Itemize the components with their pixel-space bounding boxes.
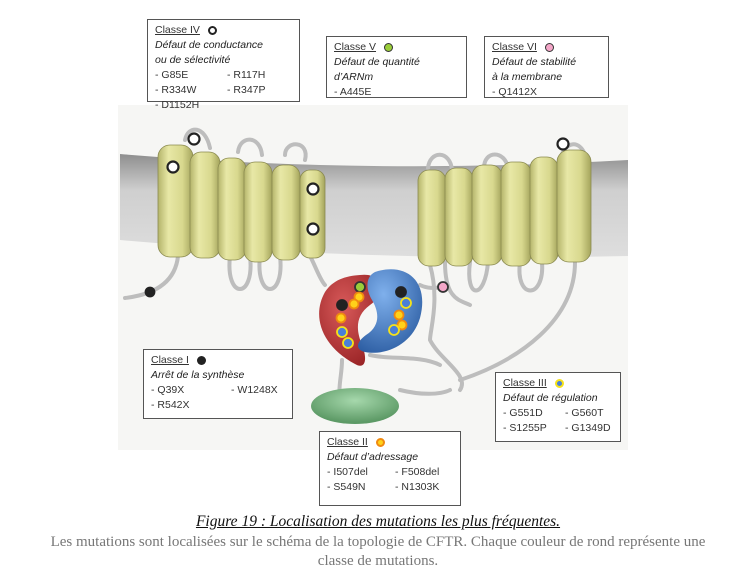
- nbd1: [319, 274, 381, 366]
- yellow-orange-circle-marker-icon: [375, 438, 385, 447]
- class-description: Défaut de régulation: [503, 392, 598, 404]
- helix: [417, 169, 447, 267]
- helix: [444, 167, 474, 267]
- mutation: - F508del: [395, 466, 440, 478]
- class-description: Défaut de conductance: [155, 39, 263, 51]
- r-domain: [311, 388, 399, 424]
- mutation-marker-classe-iii: [342, 337, 354, 349]
- mutation: - R542X: [151, 399, 190, 411]
- class-description: ou de sélectivité: [155, 54, 231, 66]
- mutation: - Q1412X: [492, 86, 537, 98]
- class-label: Classe IV: [155, 24, 200, 36]
- mutation-marker-classe-i: [395, 286, 407, 298]
- class-description: à la membrane: [492, 71, 563, 83]
- pink-circle-marker-icon: [544, 43, 554, 52]
- helix: [471, 164, 503, 266]
- white-circle-marker-icon: [207, 26, 217, 35]
- mutation: - N1303K: [395, 481, 440, 493]
- class-description: Défaut de stabilité: [492, 56, 577, 68]
- mutation: - Q39X: [151, 384, 185, 396]
- transmembrane-domain-2: [417, 149, 592, 267]
- mutation-marker-classe-ii: [393, 309, 405, 321]
- class-box-ii: Classe II Défaut d’adressage - I507del -…: [319, 431, 461, 506]
- mutation: - R347P: [227, 84, 266, 96]
- helix: [243, 161, 273, 263]
- mutation: - G1349D: [565, 422, 611, 434]
- mutation-marker-classe-i: [144, 286, 156, 298]
- black-dot-marker-icon: [196, 356, 206, 365]
- mutation-marker-classe-iv: [556, 137, 570, 151]
- blue-yellow-circle-marker-icon: [554, 379, 564, 388]
- mutation: - D1152H: [155, 99, 200, 111]
- class-description: Arrêt de la synthèse: [151, 369, 245, 381]
- mutation-marker-classe-ii: [348, 298, 360, 310]
- class-description: d’ARNm: [334, 71, 374, 83]
- mutation: - R117H: [227, 69, 266, 81]
- mutation-marker-classe-iv: [187, 132, 201, 146]
- mutation-marker-classe-iv: [166, 160, 180, 174]
- mutation-marker-classe-iii: [388, 324, 400, 336]
- helix: [556, 149, 592, 263]
- mutation-marker-classe-iv: [306, 182, 320, 196]
- helix: [529, 156, 559, 265]
- figure-caption: Les mutations sont localisées sur le sch…: [50, 534, 706, 569]
- mutation-marker-classe-iii: [336, 326, 348, 338]
- class-label: Classe VI: [492, 41, 537, 53]
- mutation-marker-classe-iii: [400, 297, 412, 309]
- mutation: - I507del: [327, 466, 368, 478]
- mutation-marker-classe-v: [354, 281, 366, 293]
- helix: [500, 161, 532, 267]
- helix: [189, 151, 221, 259]
- mutation-marker-classe-vi: [437, 281, 449, 293]
- class-box-iii: Classe III Défaut de régulation - G551D …: [495, 372, 621, 442]
- mutation: - W1248X: [231, 384, 278, 396]
- helix: [217, 157, 247, 261]
- mutation: - A445E: [334, 86, 372, 98]
- mutation: - R334W: [155, 84, 197, 96]
- mutation-marker-classe-iv: [306, 222, 320, 236]
- class-label: Classe II: [327, 436, 368, 448]
- green-circle-marker-icon: [384, 43, 394, 52]
- class-box-iv: Classe IV Défaut de conductance ou de sé…: [147, 19, 300, 111]
- mutation: - G551D: [503, 407, 543, 419]
- class-label: Classe I: [151, 354, 189, 366]
- mutation-marker-classe-ii: [335, 312, 347, 324]
- class-box-vi: Classe VI Défaut de stabilité à la membr…: [484, 36, 609, 98]
- mutation: - G85E: [155, 69, 189, 81]
- mutation-marker-classe-ii: [396, 319, 408, 331]
- class-label: Classe V: [334, 41, 377, 53]
- mutation-markers: [144, 132, 570, 349]
- helix: [271, 164, 301, 261]
- mutation: - S549N: [327, 481, 366, 493]
- class-description: Défaut de quantité: [334, 56, 420, 68]
- figure-title: Figure 19 : Localisation des mutations l…: [195, 513, 561, 530]
- class-box-v: Classe V Défaut de quantité d’ARNm - A44…: [326, 36, 467, 98]
- transmembrane-domain-1: [157, 144, 326, 263]
- mutation-marker-classe-ii: [353, 291, 365, 303]
- class-description: Défaut d’adressage: [327, 451, 419, 463]
- class-label: Classe III: [503, 377, 547, 389]
- mutation: - S1255P: [503, 422, 547, 434]
- mutation: - G560T: [565, 407, 604, 419]
- mutation-marker-classe-i: [336, 299, 348, 311]
- class-box-i: Classe I Arrêt de la synthèse - Q39X - W…: [143, 349, 293, 419]
